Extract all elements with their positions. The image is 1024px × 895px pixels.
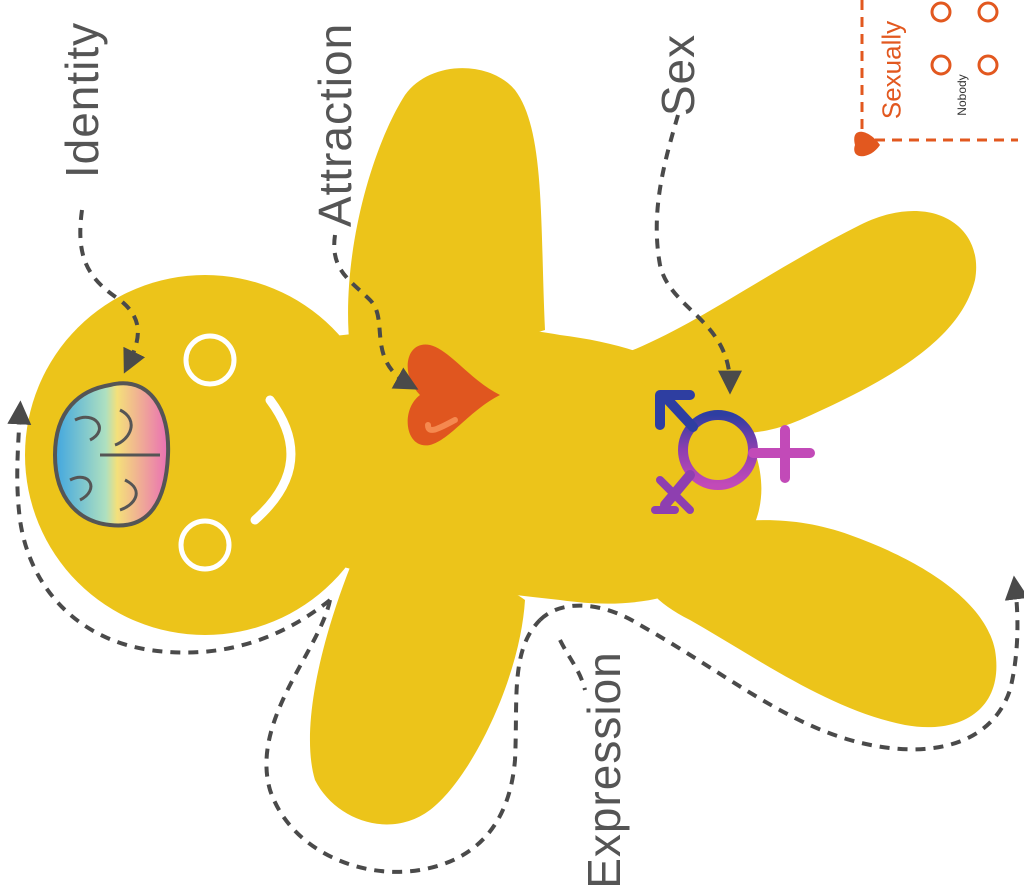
legend-sexually-label: Sexually [877, 21, 908, 119]
legend-circle-1 [932, 3, 950, 21]
identity-label: Identity [55, 22, 109, 178]
legend-circle-3 [932, 56, 950, 74]
gingerbread-body [25, 68, 996, 824]
expression-label: Expression [577, 651, 631, 889]
legend-circle-2 [979, 3, 997, 21]
attraction-label: Attraction [308, 23, 362, 227]
sex-label: Sex [651, 34, 705, 116]
brain-icon [55, 383, 168, 525]
legend-heart-icon [854, 132, 880, 156]
legend-circle-4 [979, 56, 997, 74]
legend-nobody-label: Nobody [955, 74, 969, 115]
